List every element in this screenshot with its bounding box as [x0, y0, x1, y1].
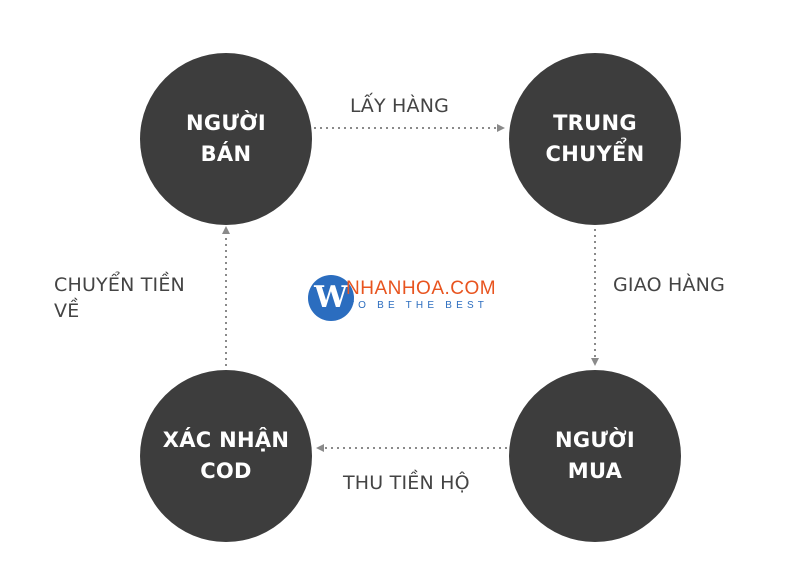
node-cod-line1: XÁC NHẬN [162, 428, 290, 452]
node-hub-line1: TRUNG [553, 111, 637, 135]
logo-name: NHANHOA.COM [346, 278, 497, 299]
logo-w-icon: W [308, 275, 354, 321]
node-seller-line1: NGƯỜI [185, 111, 266, 135]
edge-label-transfer: CHUYỂN TIỀN VỀ [54, 272, 185, 324]
node-cod-line2: COD [200, 459, 252, 483]
node-hub: TRUNG CHUYỂN [509, 53, 681, 225]
edge-label-transfer-line1: CHUYỂN TIỀN [54, 274, 185, 296]
node-buyer: NGƯỜI MUA [509, 370, 681, 542]
node-buyer-line2: MUA [567, 459, 623, 483]
edge-label-collect: THU TIỀN HỘ [343, 472, 470, 494]
node-hub-line2: CHUYỂN [545, 142, 645, 166]
node-cod-confirm: XÁC NHẬN COD [140, 370, 312, 542]
node-seller: NGƯỜI BÁN [140, 53, 312, 225]
edge-label-pickup: LẤY HÀNG [350, 95, 450, 117]
nhanhoa-logo: W NHANHOA.COM TO BE THE BEST [308, 275, 498, 321]
node-seller-line2: BÁN [200, 142, 252, 166]
edge-label-transfer-line2: VỀ [54, 300, 80, 322]
node-buyer-line1: NGƯỜI [554, 428, 635, 452]
edge-label-delivery: GIAO HÀNG [613, 274, 726, 296]
logo-tagline: TO BE THE BEST [348, 300, 489, 311]
